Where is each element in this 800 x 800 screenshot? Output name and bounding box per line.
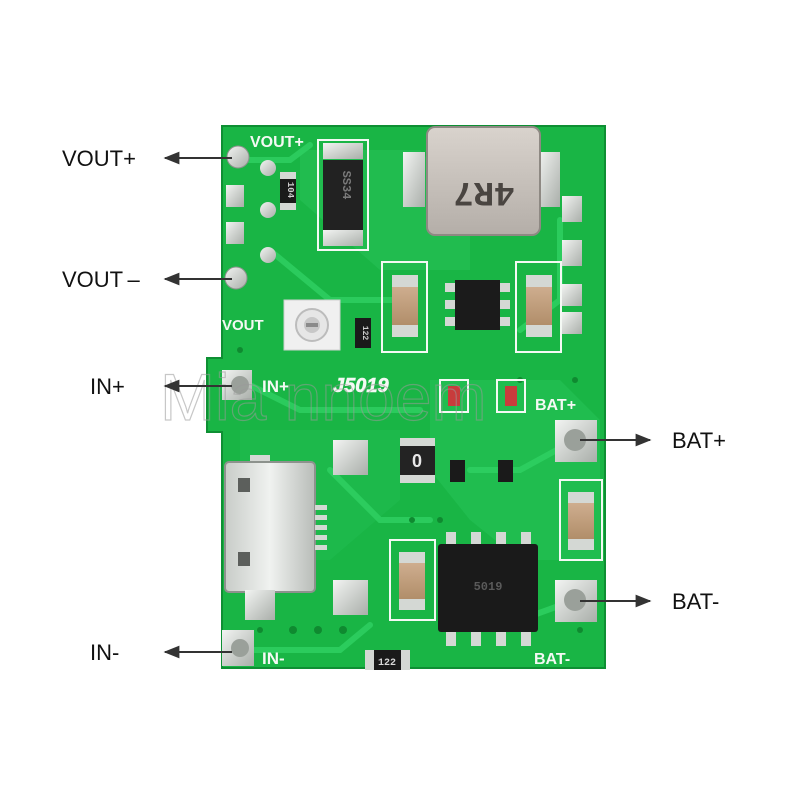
inductor: 4R7 (403, 126, 560, 236)
vout-pads (224, 145, 276, 290)
crystal-c: 0 (400, 438, 435, 483)
micro-usb-connector (224, 440, 368, 620)
resistor-top: 104 (280, 172, 296, 210)
resistor-bottom-marking: 122 (378, 658, 396, 669)
silk-bat-minus: BAT- (534, 651, 570, 668)
silk-in-minus: IN- (262, 649, 285, 668)
capacitor-right (515, 261, 562, 353)
silk-board-id: J5019 (333, 375, 389, 397)
pin-arrows (163, 151, 652, 659)
resistor-bottom: 122 (365, 650, 410, 670)
resistor-mid: 122 (355, 318, 371, 348)
charger-ic: 5019 (438, 532, 538, 646)
right-top-pads (562, 196, 582, 334)
silk-vout: VOUT (222, 317, 264, 334)
label-vout-plus: VOUT+ (62, 146, 136, 171)
capacitor-bottom-left (389, 539, 436, 621)
boost-ic (445, 280, 510, 330)
resistor-mid-marking: 122 (360, 326, 369, 341)
silk-in-plus: IN+ (262, 377, 289, 396)
svg-text:0: 0 (412, 451, 422, 471)
led-pair (439, 379, 526, 413)
trim-potentiometer (283, 299, 341, 351)
inductor-marking: 4R7 (453, 172, 514, 210)
label-vout-minus: VOUT – (62, 267, 141, 292)
schottky-diode: SS34 (317, 139, 369, 251)
resistor-top-marking: 104 (285, 182, 295, 199)
silk-vout-plus: VOUT+ (250, 134, 304, 151)
label-in-minus: IN- (90, 640, 119, 665)
ic-marking: 5019 (474, 580, 503, 594)
capacitor-left (381, 261, 428, 353)
watermark: Mia nnoem (160, 360, 487, 434)
label-bat-minus: BAT- (672, 589, 719, 614)
label-bat-plus: BAT+ (672, 428, 726, 453)
silk-bat-plus: BAT+ (535, 397, 576, 414)
small-resistors (450, 460, 513, 482)
diode-marking: SS34 (339, 171, 353, 200)
label-in-plus: IN+ (90, 374, 125, 399)
in-minus-pad (222, 630, 254, 666)
capacitor-bottom-right (559, 479, 603, 561)
